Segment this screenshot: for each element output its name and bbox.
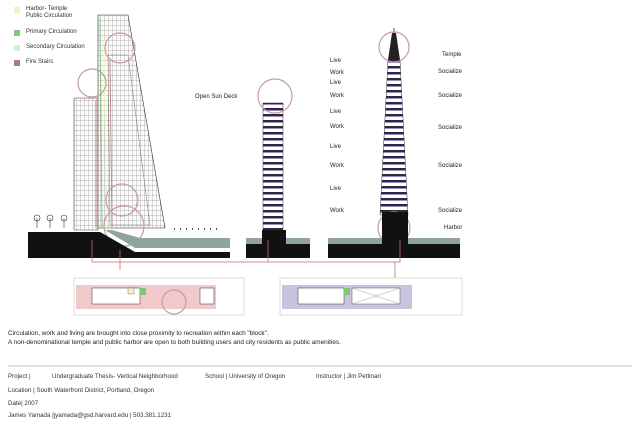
label-socialize-4: Socialize [438,163,463,169]
legend-swatch-harbor-temple [14,7,20,13]
legend-label-harbor-temple: Harbor- Temple Public Circulation [26,6,73,19]
date-info: Date| 2007 [8,400,39,407]
label-live-2: Live [330,80,342,86]
legend-swatch-fire-stairs [14,60,20,66]
legend-swatch-primary [14,30,20,36]
label-socialize-3: Socialize [438,125,463,131]
label-work-2: Work [330,93,344,99]
label-socialize-5: Socialize [438,208,463,214]
label-socialize-2: Socialize [438,93,463,99]
label-live-3: Live [330,109,342,115]
legend-item-harbor-temple: Harbor- Temple Public Circulation [14,6,72,20]
harbor-connection-line [91,240,269,263]
contact-info: James Yamada |jyamada@gsd.harvard.edu | … [8,412,172,419]
project-label: Project | [8,373,31,380]
label-temple: Temple [442,52,462,58]
plan-right [279,277,463,316]
label-socialize-1: Socialize [438,69,463,75]
label-live-1: Live [330,58,342,64]
legend-item-secondary: Secondary Circulation [14,44,85,51]
project-value: Undergraduate Thesis- Vertical Neighborh… [52,373,178,380]
legend-swatch-secondary [14,45,20,51]
plan-left [73,277,245,316]
legend-label-fire-stairs: Fire Stairs [26,59,54,65]
legend-item-primary: Primary Circulation [14,29,77,36]
label-work-3: Work [330,124,344,130]
caption-line-2: A non-denominational temple and public h… [8,339,341,346]
label-open-sun-deck: Open Sun Deck [195,94,238,100]
label-work-4: Work [330,163,344,169]
label-live-4: Live [330,144,342,150]
label-harbor: Harbor [444,225,463,231]
left-tower [28,14,230,258]
legend-label-primary: Primary Circulation [26,29,77,35]
legend-label-secondary: Secondary Circulation [26,44,85,50]
legend-item-fire-stairs: Fire Stairs [14,59,53,66]
label-work-5: Work [330,208,344,214]
middle-tower [246,78,310,258]
location-info: Location | South Waterfront District, Po… [8,387,155,394]
school-info: School | University of Oregon [205,373,286,380]
label-work-1: Work [330,70,344,76]
label-live-5: Live [330,186,342,192]
right-tower [328,28,460,258]
caption-line-1: Circulation, work and living are brought… [8,330,269,337]
instructor-info: Instructor | Jim Pettinari [316,373,381,380]
